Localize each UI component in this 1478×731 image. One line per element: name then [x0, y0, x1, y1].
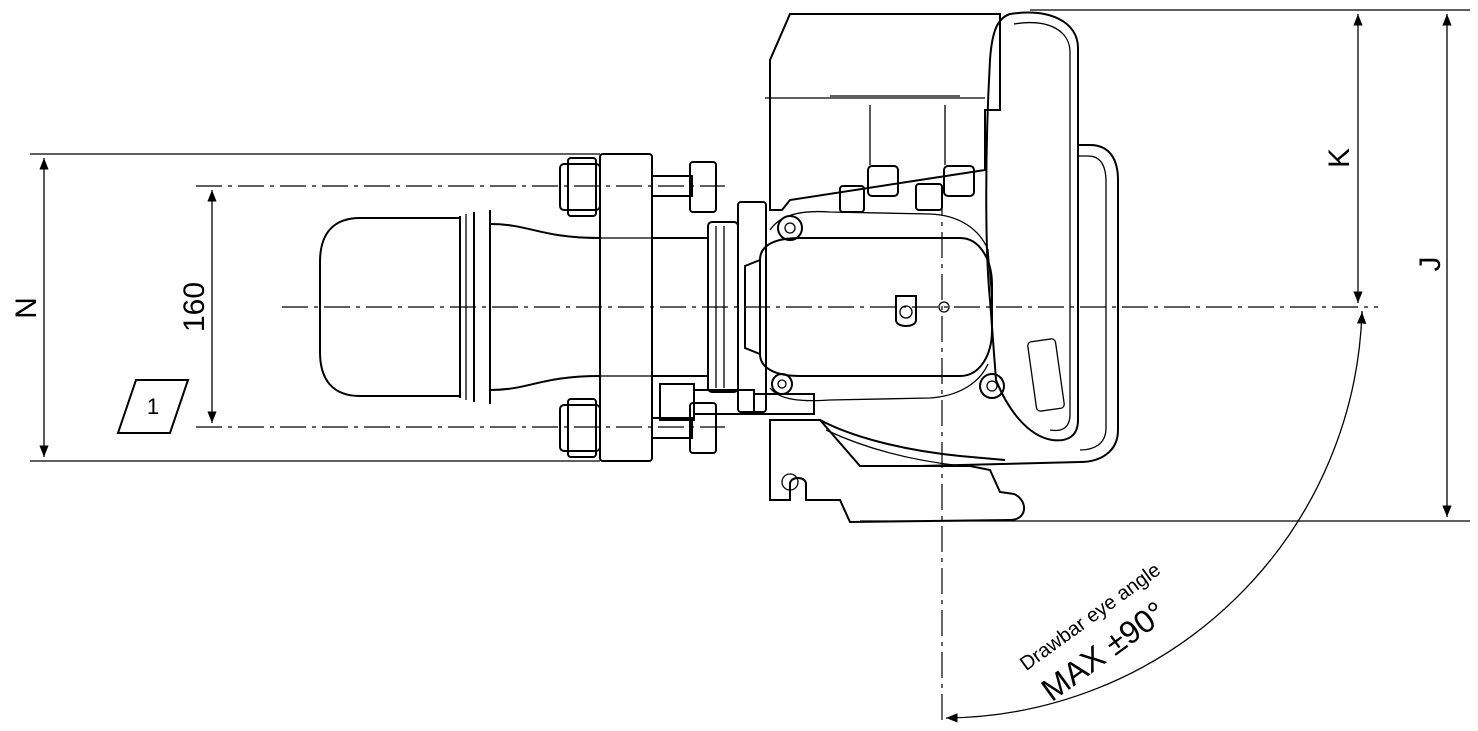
callout-number: 1: [147, 394, 159, 419]
dimension-160-label: 160: [178, 282, 211, 332]
dimension-160: 160: [178, 190, 217, 423]
adapter-plate: [651, 201, 815, 421]
dimension-n-label: N: [10, 297, 43, 319]
cover-and-handle: [919, 11, 1119, 467]
coupling-head: [319, 210, 601, 404]
angle-indicator: Drawbar eye angle MAX ±90°: [945, 311, 1367, 723]
dimension-k-label: K: [1323, 148, 1356, 168]
callout-1: 1: [116, 379, 190, 434]
dimension-j-label: J: [1414, 257, 1447, 272]
dimension-j: J: [860, 14, 1470, 522]
centerlines: [196, 185, 1378, 720]
dimension-n: N: [10, 153, 600, 462]
dimension-k: K: [1030, 9, 1470, 303]
coupling-body: [744, 13, 1025, 524]
